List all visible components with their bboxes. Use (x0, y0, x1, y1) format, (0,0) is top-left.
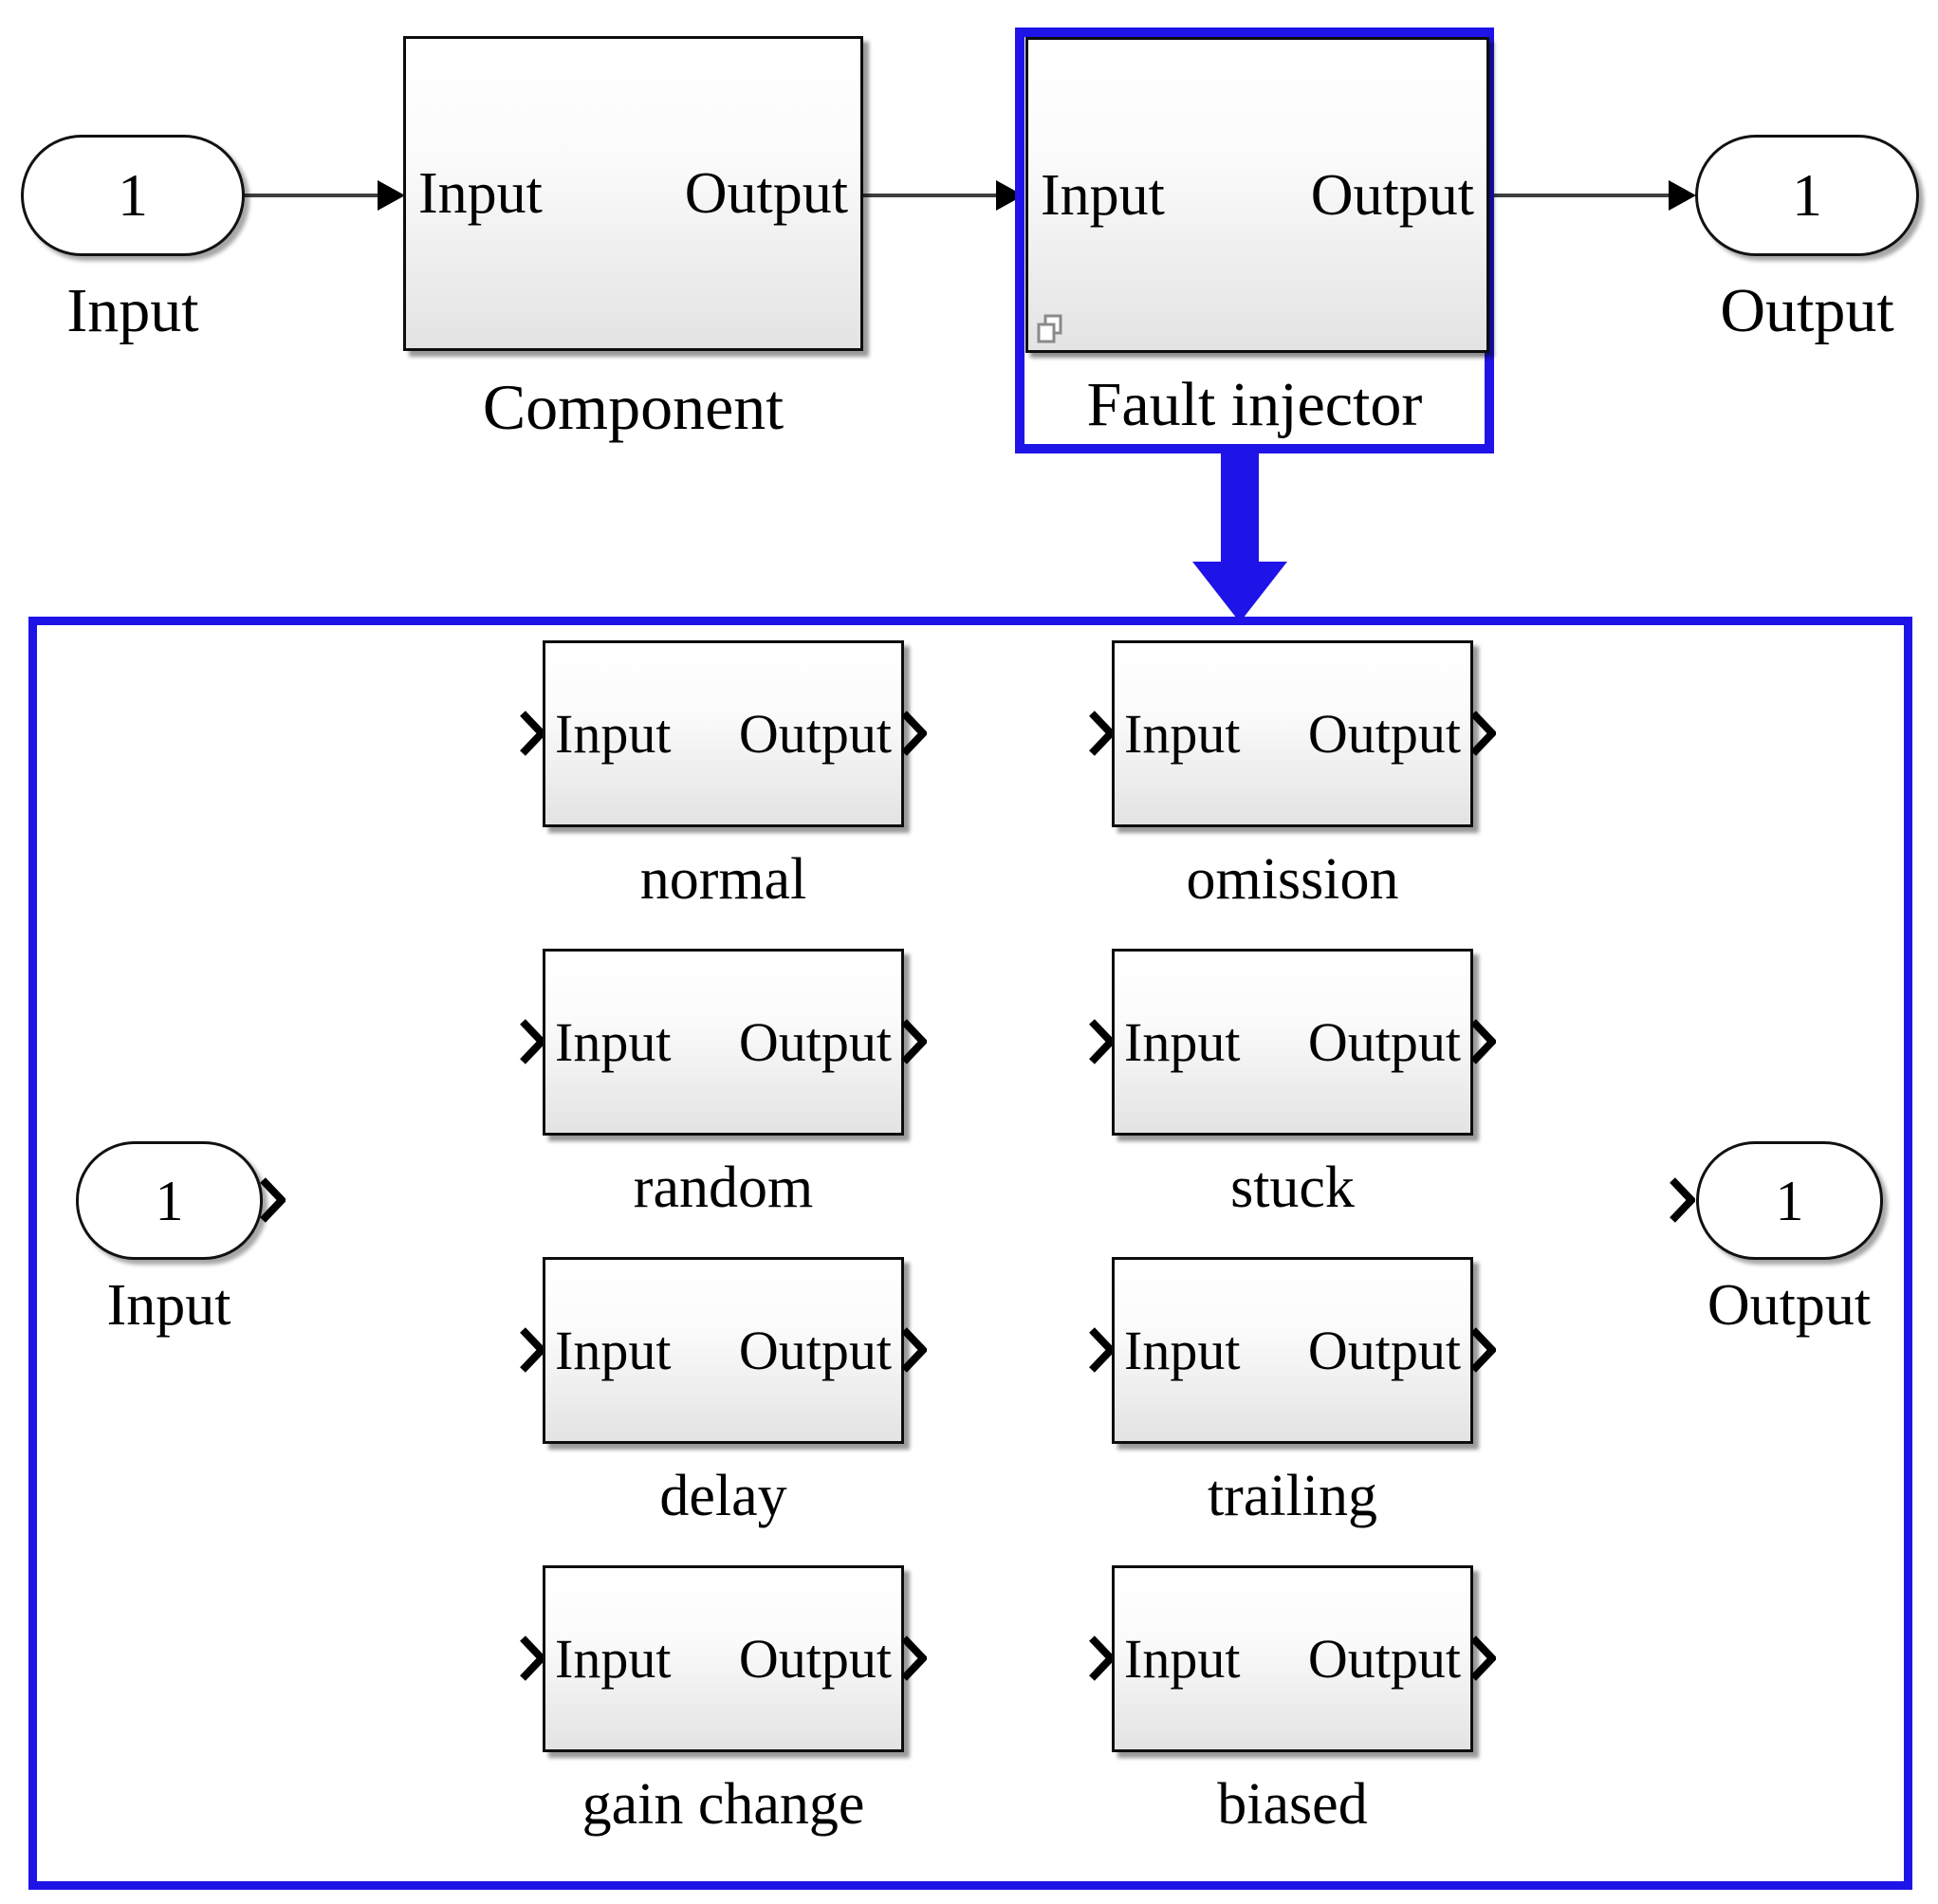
component-output-port-label: Output (684, 161, 848, 226)
random-out-chevron-icon (901, 1019, 927, 1064)
delay-input-port-label: Input (555, 1319, 672, 1381)
variant-block-delay[interactable]: Input Output (543, 1257, 904, 1444)
component-block-label: Component (482, 371, 784, 443)
normal-output-port-label: Output (738, 702, 892, 765)
subsystem-inport-label: Input (106, 1273, 231, 1338)
gain-change-out-chevron-icon (901, 1636, 927, 1681)
biased-in-chevron-icon (1089, 1636, 1115, 1681)
variant-label-normal: normal (639, 847, 807, 912)
omission-input-port-label: Input (1124, 702, 1241, 765)
component-input-port-label: Input (418, 161, 543, 226)
random-in-chevron-icon (520, 1019, 545, 1064)
trailing-output-port-label: Output (1307, 1319, 1461, 1381)
trailing-out-chevron-icon (1470, 1327, 1496, 1373)
expansion-arrow-shaft (1221, 452, 1259, 564)
variant-block-stuck[interactable]: Input Output (1112, 949, 1473, 1136)
variant-block-normal[interactable]: Input Output (543, 640, 904, 827)
arrowhead-into-output-port (1669, 180, 1696, 211)
gain-change-input-port-label: Input (555, 1627, 672, 1690)
wire-fault-injector-to-output[interactable] (1492, 194, 1670, 197)
variant-block-biased[interactable]: Input Output (1112, 1565, 1473, 1752)
fault-injector-selection-box[interactable]: Input Output Fault injector (1015, 28, 1494, 453)
stuck-out-chevron-icon (1470, 1019, 1496, 1064)
delay-output-port-label: Output (738, 1319, 892, 1381)
omission-output-port-label: Output (1307, 702, 1461, 765)
normal-out-chevron-icon (901, 711, 927, 756)
variant-label-omission: omission (1186, 847, 1399, 912)
subsystem-inport-block[interactable]: 1 (76, 1141, 263, 1260)
fault-injector-block-label: Fault injector (1086, 370, 1423, 439)
subsystem-badge-icon (1036, 314, 1064, 344)
gain-change-output-port-label: Output (738, 1627, 892, 1690)
arrowhead-into-component (378, 180, 405, 211)
random-output-port-label: Output (738, 1010, 892, 1073)
subsystem-outport-label: Output (1707, 1273, 1872, 1338)
biased-out-chevron-icon (1470, 1636, 1496, 1681)
variant-label-trailing: trailing (1207, 1464, 1378, 1528)
trailing-input-port-label: Input (1124, 1319, 1241, 1381)
normal-in-chevron-icon (520, 711, 545, 756)
outport-number: 1 (1792, 161, 1822, 229)
variant-label-random: random (633, 1155, 814, 1220)
delay-in-chevron-icon (520, 1327, 545, 1373)
subsystem-outport-in-chevron-icon (1670, 1177, 1695, 1223)
inport-label: Input (66, 276, 199, 345)
subsystem-outport-number: 1 (1775, 1169, 1804, 1232)
variant-block-gain-change[interactable]: Input Output (543, 1565, 904, 1752)
gain-change-in-chevron-icon (520, 1636, 545, 1681)
normal-input-port-label: Input (555, 702, 672, 765)
component-block[interactable]: Input Output (403, 36, 863, 351)
omission-out-chevron-icon (1470, 711, 1496, 756)
variant-block-random[interactable]: Input Output (543, 949, 904, 1136)
fault-injector-contents-box (28, 617, 1912, 1890)
variant-label-stuck: stuck (1230, 1155, 1355, 1220)
outport-label: Output (1720, 276, 1894, 345)
biased-input-port-label: Input (1124, 1627, 1241, 1690)
omission-in-chevron-icon (1089, 711, 1115, 756)
delay-out-chevron-icon (901, 1327, 927, 1373)
fault-injector-output-port-label: Output (1310, 162, 1474, 228)
variant-block-omission[interactable]: Input Output (1112, 640, 1473, 827)
variant-label-biased: biased (1217, 1772, 1368, 1837)
fault-injector-block[interactable]: Input Output (1025, 37, 1489, 353)
subsystem-outport-block[interactable]: 1 (1696, 1141, 1883, 1260)
wire-component-to-fault-injector[interactable] (861, 194, 998, 197)
stuck-output-port-label: Output (1307, 1010, 1461, 1073)
variant-label-delay: delay (659, 1464, 787, 1528)
outport-block[interactable]: 1 (1695, 135, 1919, 256)
inport-number: 1 (118, 161, 148, 229)
trailing-in-chevron-icon (1089, 1327, 1115, 1373)
fault-injector-input-port-label: Input (1041, 162, 1165, 228)
expansion-arrow-head (1192, 562, 1287, 622)
stuck-in-chevron-icon (1089, 1019, 1115, 1064)
variant-block-trailing[interactable]: Input Output (1112, 1257, 1473, 1444)
biased-output-port-label: Output (1307, 1627, 1461, 1690)
random-input-port-label: Input (555, 1010, 672, 1073)
subsystem-inport-out-chevron-icon (260, 1177, 286, 1223)
inport-block[interactable]: 1 (21, 135, 245, 256)
stuck-input-port-label: Input (1124, 1010, 1241, 1073)
wire-input-to-component[interactable] (243, 194, 380, 197)
subsystem-inport-number: 1 (155, 1169, 184, 1232)
variant-label-gain-change: gain change (581, 1772, 865, 1837)
